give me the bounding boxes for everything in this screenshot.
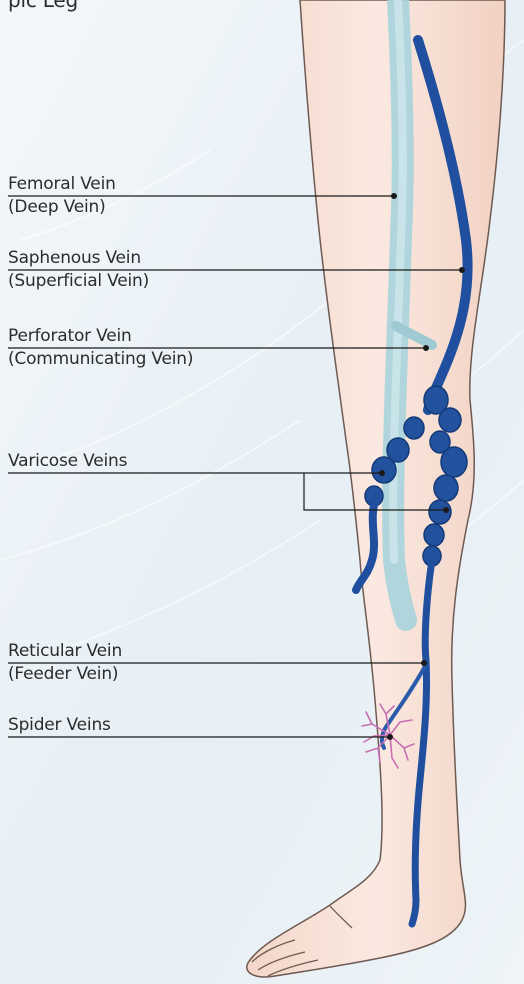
leader-dot-varicose-1 — [379, 470, 385, 476]
label-femoral-vein-type: (Deep Vein) — [8, 196, 116, 219]
label-perforator-vein-type: (Communicating Vein) — [8, 348, 193, 371]
label-reticular-vein-type: (Feeder Vein) — [8, 663, 122, 686]
label-perforator-vein: Perforator Vein (Communicating Vein) — [8, 325, 193, 371]
label-femoral-vein-name: Femoral Vein — [8, 173, 116, 196]
label-spider-veins: Spider Veins — [8, 714, 111, 737]
label-varicose-veins: Varicose Veins — [8, 450, 127, 473]
label-reticular-vein-name: Reticular Vein — [8, 640, 122, 663]
label-spider-veins-name: Spider Veins — [8, 714, 111, 737]
label-saphenous-vein-type: (Superficial Vein) — [8, 270, 149, 293]
label-femoral-vein: Femoral Vein (Deep Vein) — [8, 173, 116, 219]
label-perforator-vein-name: Perforator Vein — [8, 325, 193, 348]
label-saphenous-vein: Saphenous Vein (Superficial Vein) — [8, 247, 149, 293]
label-saphenous-vein-name: Saphenous Vein — [8, 247, 149, 270]
leader-dot-perforator — [423, 345, 429, 351]
header-partial-text: pic Leg — [8, 0, 78, 12]
leader-dot-reticular — [421, 660, 427, 666]
leader-dot-femoral — [391, 193, 397, 199]
leader-dot-spider — [387, 734, 393, 740]
leader-dot-saphenous — [459, 267, 465, 273]
leader-dot-varicose-2 — [443, 507, 449, 513]
label-varicose-veins-name: Varicose Veins — [8, 450, 127, 473]
label-reticular-vein: Reticular Vein (Feeder Vein) — [8, 640, 122, 686]
